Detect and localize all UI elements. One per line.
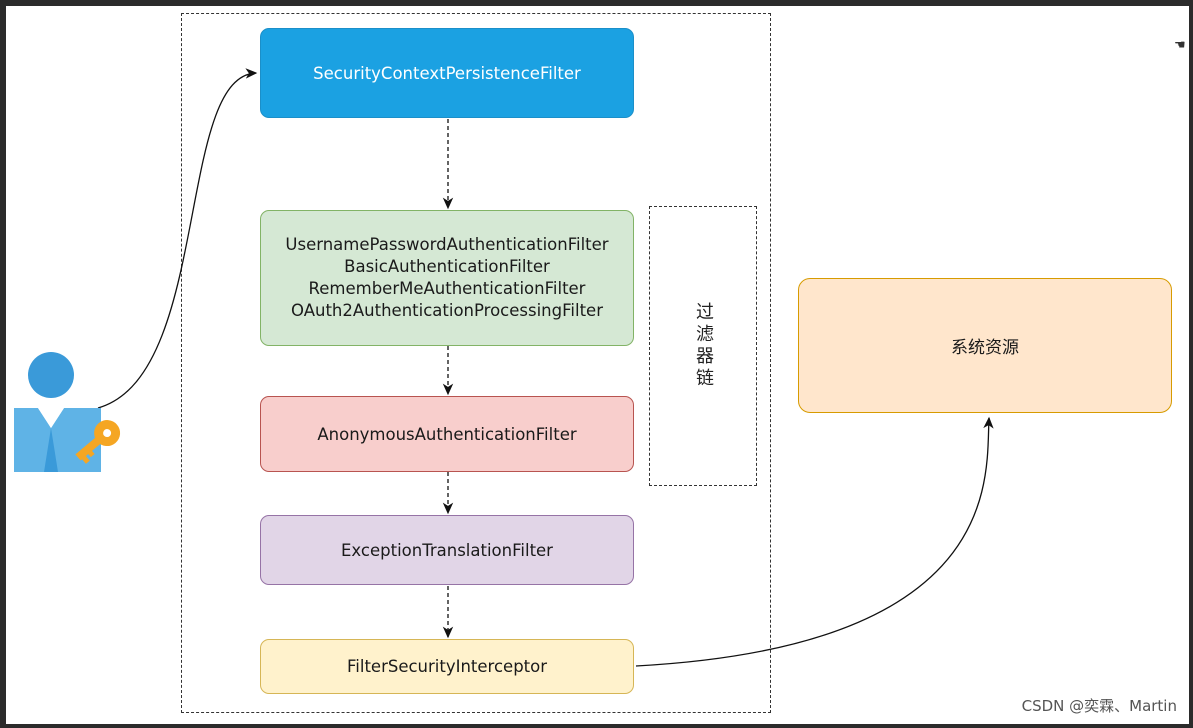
auth-filter-label-3: RememberMeAuthenticationFilter: [308, 279, 586, 298]
system-resource-label: 系统资源: [951, 338, 1019, 358]
persistence-filter-label: SecurityContextPersistenceFilter: [313, 63, 581, 83]
watermark-text: CSDN @奕霖、Martin: [1021, 697, 1177, 715]
diagram-canvas: SecurityContextPersistenceFilter Usernam…: [6, 6, 1189, 724]
arrow-interceptor-to-resource: [635, 416, 994, 667]
exception-filter-label: ExceptionTranslationFilter: [341, 540, 553, 560]
security-context-persistence-filter-node: SecurityContextPersistenceFilter: [260, 28, 634, 118]
filter-chain-label: 过滤器链: [693, 302, 714, 390]
anonymous-filter-label: AnonymousAuthenticationFilter: [317, 424, 577, 444]
edges-layer: [14, 68, 994, 667]
system-resource-node: 系统资源: [798, 278, 1172, 413]
exception-translation-filter-node: ExceptionTranslationFilter: [260, 515, 634, 585]
auth-filter-label-1: UsernamePasswordAuthenticationFilter: [285, 235, 609, 254]
interceptor-label: FilterSecurityInterceptor: [346, 657, 548, 676]
arrow-user-to-persistence: [97, 68, 258, 409]
filter-chain-frame: [181, 13, 771, 713]
anonymous-authentication-filter-node: AnonymousAuthenticationFilter: [260, 396, 634, 472]
auth-filter-label-4: OAuth2AuthenticationProcessingFilter: [291, 301, 603, 320]
filter-security-interceptor-node: FilterSecurityInterceptor: [260, 639, 634, 694]
authentication-filters-node: UsernamePasswordAuthenticationFilter Bas…: [260, 210, 634, 346]
auth-filter-label-2: BasicAuthenticationFilter: [344, 257, 550, 276]
user-key-icon: [14, 352, 121, 472]
hand-cursor-icon: ☚: [1174, 38, 1186, 53]
filter-chain-label-box: 过滤器链: [649, 206, 757, 486]
